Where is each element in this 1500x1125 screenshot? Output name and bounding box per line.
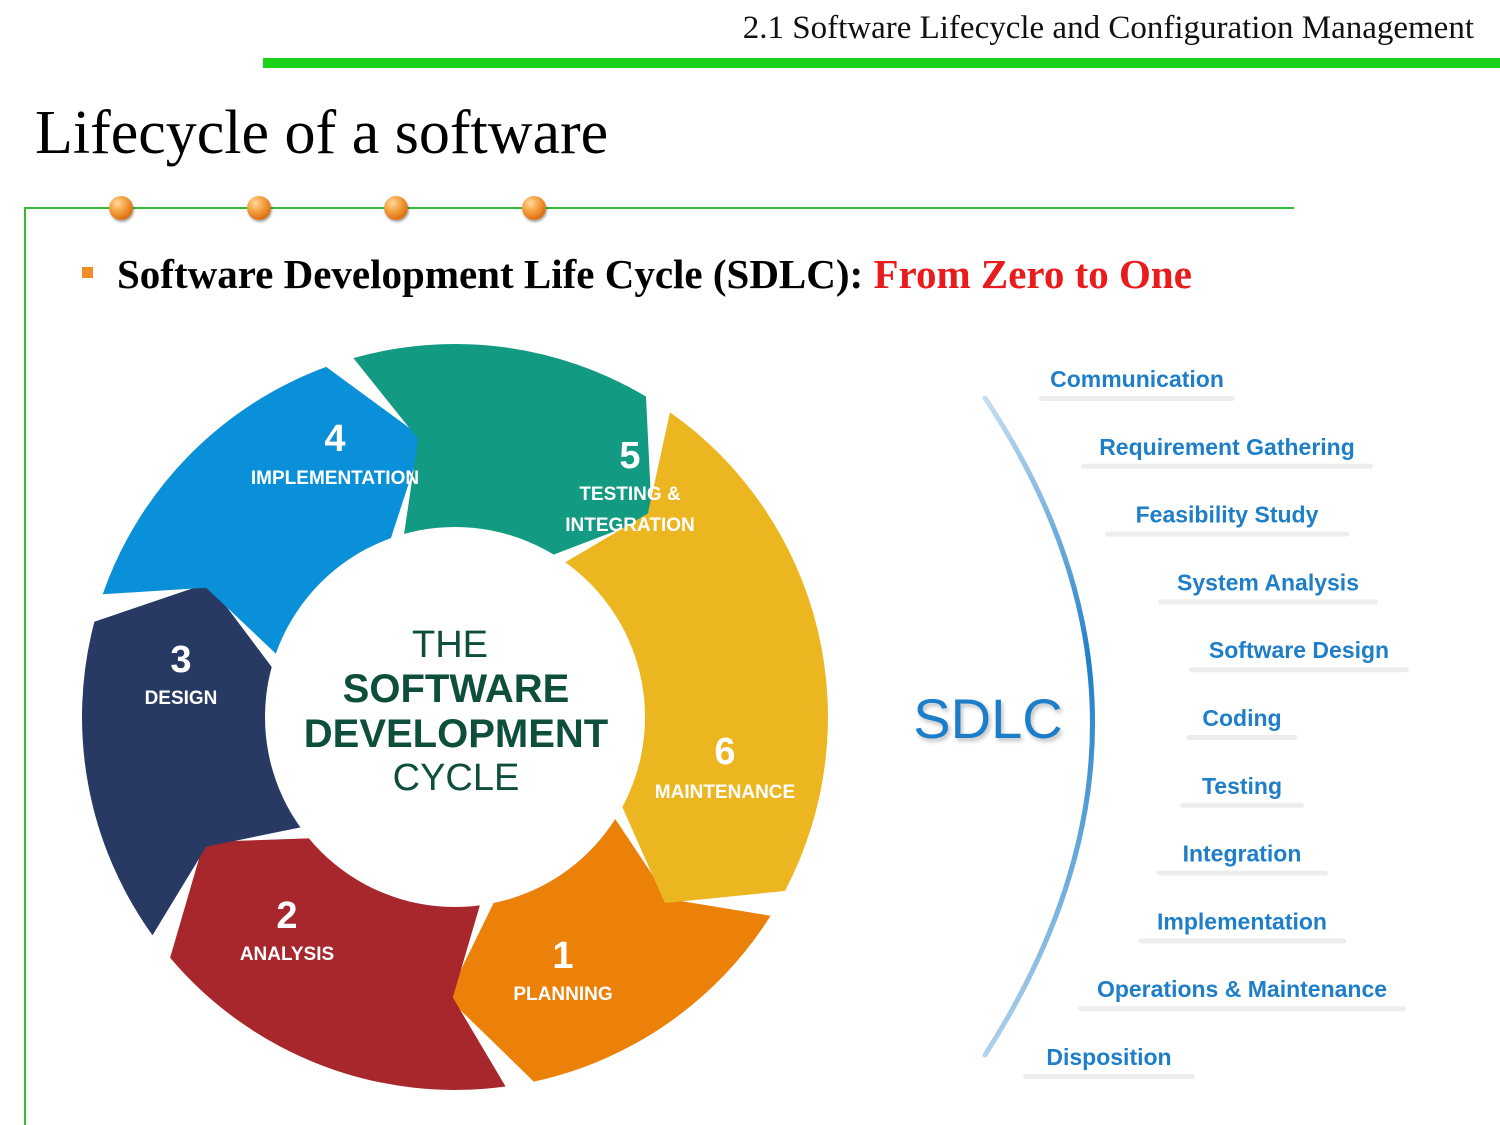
- bullet-highlight: From Zero to One: [873, 251, 1192, 297]
- cycle-center-line-1: THE: [412, 624, 488, 666]
- orange-dot-1: [109, 196, 133, 220]
- stage-3-number: 3: [170, 639, 191, 681]
- stage-4-label: IMPLEMENTATION: [251, 468, 419, 489]
- sdlc-step-8: Integration: [1183, 841, 1302, 867]
- sdlc-step-shadow: [1180, 802, 1304, 808]
- stage-5-segment: [563, 412, 828, 903]
- stage-4-number: 4: [324, 418, 345, 460]
- sdlc-step-4: System Analysis: [1177, 569, 1359, 595]
- sdlc-step-shadow: [1023, 1074, 1195, 1079]
- sdlc-bullet: Software Development Life Cycle (SDLC): …: [82, 250, 1192, 298]
- stage-6-number: 6: [714, 731, 735, 773]
- sdlc-step-shadow: [1189, 667, 1409, 673]
- stage-1-number: 1: [552, 935, 573, 977]
- cycle-center-line-3: DEVELOPMENT: [304, 712, 608, 756]
- software-development-cycle: THE SOFTWARE DEVELOPMENT CYCLE 1 PLANNIN…: [82, 343, 828, 1090]
- sdlc-step-shadow: [1039, 396, 1235, 401]
- header-bar: [263, 58, 1500, 68]
- sdlc-step-6: Coding: [1202, 705, 1281, 731]
- sdlc-step-shadow: [1078, 1006, 1406, 1012]
- header-title: 2.1 Software Lifecycle and Configuration…: [742, 10, 1474, 46]
- frame-top-line: [24, 207, 1294, 209]
- sdlc-step-shadow: [1138, 938, 1346, 944]
- stage-2-segment: [82, 582, 303, 936]
- cycle-center-line-4: CYCLE: [393, 757, 520, 799]
- slide-title: Lifecycle of a software: [35, 99, 609, 167]
- sdlc-step-shadow: [1158, 599, 1378, 605]
- sdlc-step-7: Testing: [1202, 773, 1282, 799]
- orange-dot-4: [522, 196, 546, 220]
- stage-3-segment: [102, 366, 424, 656]
- orange-dot-3: [384, 196, 408, 220]
- sdlc-step-2: Requirement Gathering: [1099, 434, 1355, 460]
- stage-6-segment: [447, 817, 771, 1082]
- sdlc-step-9: Implementation: [1157, 908, 1327, 934]
- stage-5-label-line-1: TESTING &: [579, 484, 681, 505]
- square-bullet-icon: [82, 267, 93, 279]
- cycle-center-line-2: SOFTWARE: [343, 667, 570, 711]
- cycle-center-circle: [265, 527, 645, 907]
- sdlc-step-shadow: [1081, 463, 1373, 469]
- sdlc-arc: [982, 395, 1095, 1058]
- sdlc-label: SDLC: [913, 687, 1062, 750]
- stage-2-label: ANALYSIS: [240, 944, 334, 965]
- stage-6-label: MAINTENANCE: [655, 782, 795, 803]
- sdlc-step-shadow: [1156, 870, 1328, 876]
- stage-1-label: PLANNING: [513, 984, 612, 1005]
- stage-5-number: 5: [619, 435, 640, 477]
- stage-3-label: DESIGN: [145, 688, 218, 709]
- bullet-text: Software Development Life Cycle (SDLC):: [117, 251, 874, 297]
- sdlc-step-11: Disposition: [1046, 1044, 1171, 1070]
- sdlc-step-5: Software Design: [1209, 637, 1389, 663]
- sdlc-step-10: Operations & Maintenance: [1097, 976, 1387, 1002]
- orange-dot-2: [247, 196, 271, 220]
- sdlc-step-1: Communication: [1050, 366, 1224, 392]
- sdlc-step-shadow: [1186, 735, 1298, 740]
- stage-4-segment: [353, 343, 652, 556]
- stage-2-number: 2: [276, 895, 297, 937]
- sdlc-step-3: Feasibility Study: [1136, 502, 1319, 528]
- stage-5-label-line-2: INTEGRATION: [565, 515, 694, 536]
- frame-left-line: [24, 207, 26, 1125]
- sdlc-step-shadow: [1105, 531, 1349, 537]
- stage-1-segment: [170, 838, 506, 1090]
